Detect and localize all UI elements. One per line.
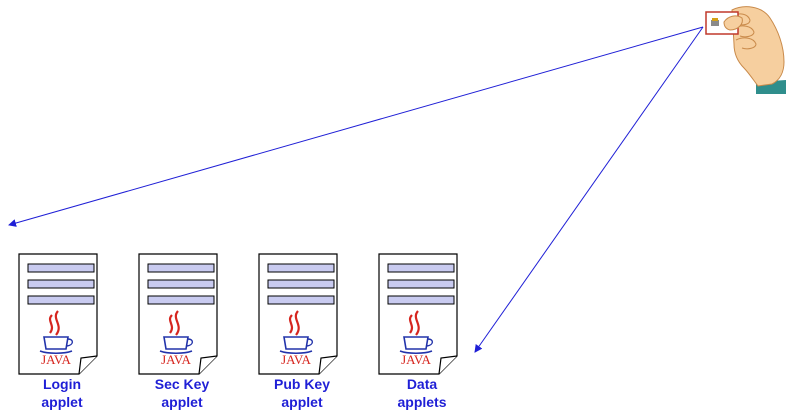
text-line-bar [387, 279, 455, 289]
applet-caption-login: Login applet [12, 375, 112, 411]
java-logo-text: JAVA [401, 352, 431, 367]
document-icon: JAVA [138, 253, 218, 375]
text-line-bar [267, 295, 335, 305]
text-line-bar [147, 279, 215, 289]
text-line-bar [27, 263, 95, 273]
applet-caption-data: Data applets [372, 375, 472, 411]
text-line-bar [267, 263, 335, 273]
java-logo-text: JAVA [161, 352, 191, 367]
java-logo-text: JAVA [41, 352, 71, 367]
page-fold [198, 355, 218, 375]
document-icon: JAVA [18, 253, 98, 375]
applet-caption-pub-key: Pub Key applet [252, 375, 352, 411]
applet-caption-sec-key: Sec Key applet [132, 375, 232, 411]
caption-line: applets [397, 394, 447, 410]
text-line-bar [27, 279, 95, 289]
caption-line: applet [41, 394, 83, 410]
caption-line: Pub Key [273, 376, 330, 392]
text-line-bar [27, 295, 95, 305]
java-coffee-cup-icon: JAVA [159, 310, 194, 367]
text-line-bar [147, 295, 215, 305]
page-fold [318, 355, 338, 375]
document-icon: JAVA [258, 253, 338, 375]
document-icon: JAVA [378, 253, 458, 375]
text-line-bar [267, 279, 335, 289]
caption-line: applet [281, 394, 323, 410]
text-line-bar [147, 263, 215, 273]
page-fold [438, 355, 458, 375]
arrow-to-login-applet [8, 26, 704, 227]
caption-line: Data [406, 376, 438, 392]
arrow-to-data-applets [474, 26, 704, 353]
java-logo-text: JAVA [281, 352, 311, 367]
caption-line: Sec Key [154, 376, 210, 392]
hand-holding-smartcard-icon [705, 6, 786, 94]
java-coffee-cup-icon: JAVA [39, 310, 74, 367]
page-fold [78, 355, 98, 375]
caption-line: applet [161, 394, 203, 410]
java-coffee-cup-icon: JAVA [279, 310, 314, 367]
caption-line: Login [42, 376, 82, 392]
text-line-bar [387, 263, 455, 273]
text-line-bar [387, 295, 455, 305]
java-coffee-cup-icon: JAVA [399, 310, 434, 367]
